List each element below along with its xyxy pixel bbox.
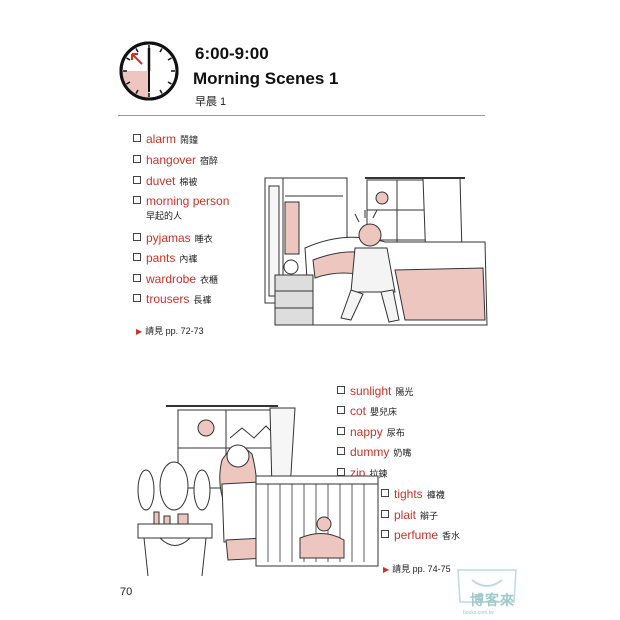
page-reference[interactable]: ▶請見 pp. 72-73 (136, 326, 204, 336)
page-title: Morning Scenes 1 (193, 69, 339, 88)
checkbox-icon[interactable] (337, 446, 345, 455)
checkbox-icon[interactable] (133, 195, 141, 204)
page-reference[interactable]: ▶請見 pp. 74-75 (383, 564, 451, 574)
checkbox-icon[interactable] (133, 252, 141, 261)
watermark-text: 博客來 (470, 592, 515, 608)
checkbox-icon[interactable] (381, 488, 389, 497)
checkbox-icon[interactable] (381, 509, 389, 518)
checkbox-icon[interactable] (337, 426, 345, 435)
checkbox-icon[interactable] (337, 385, 345, 394)
checkbox-icon[interactable] (133, 273, 141, 282)
watermark-subtext: books.com.tw (463, 610, 494, 616)
watermark-logo-icon (457, 569, 517, 603)
page-number: 70 (120, 586, 133, 598)
checkbox-icon[interactable] (133, 133, 141, 142)
triangle-icon: ▶ (136, 327, 143, 336)
checkbox-icon[interactable] (381, 529, 389, 538)
time-range: 6:00-9:00 (195, 44, 269, 63)
checkbox-icon[interactable] (133, 154, 141, 163)
checkbox-icon[interactable] (133, 293, 141, 302)
checkbox-icon[interactable] (337, 467, 345, 476)
header-divider (118, 115, 485, 116)
bedroom-illustration (264, 177, 488, 326)
nursery-illustration (137, 405, 379, 577)
triangle-icon: ▶ (383, 565, 390, 574)
checkbox-icon[interactable] (337, 405, 345, 414)
clock-icon (119, 41, 179, 101)
page-subtitle: 早晨 1 (195, 96, 227, 108)
checkbox-icon[interactable] (133, 232, 141, 241)
checkbox-icon[interactable] (133, 175, 141, 184)
